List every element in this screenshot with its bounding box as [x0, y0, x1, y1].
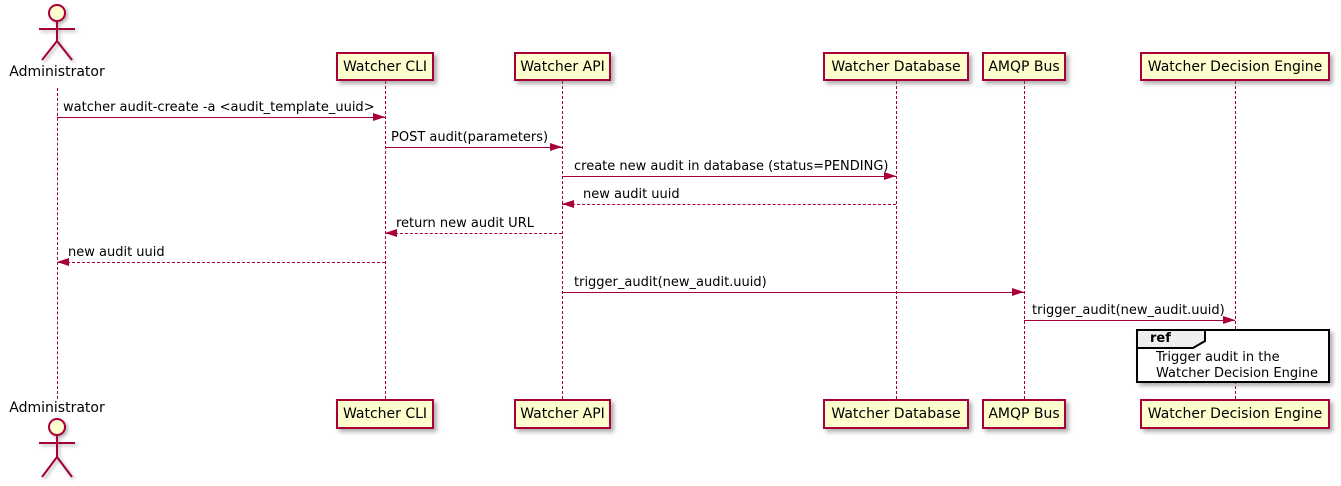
arrowhead-icon [1012, 288, 1024, 296]
lifeline-watcher-cli [385, 81, 386, 399]
lifeline-watcher-api [562, 81, 563, 399]
arrowhead-icon [385, 229, 397, 237]
message-line [57, 117, 385, 118]
arrowhead-icon [562, 200, 574, 208]
ref-body: Trigger audit in the Watcher Decision En… [1156, 350, 1318, 382]
participant-watcher-cli-bottom: Watcher CLI [336, 399, 434, 429]
participant-watcher-decision-engine-top: Watcher Decision Engine [1140, 52, 1330, 81]
message-label: trigger_audit(new_audit.uuid) [1032, 303, 1225, 318]
message-line [562, 292, 1024, 293]
message-label: new audit uuid [583, 187, 680, 202]
actor-administrator-bottom: Administrator [9, 400, 105, 416]
participant-watcher-cli-top: Watcher CLI [336, 52, 434, 81]
message-line [57, 262, 385, 263]
message-line [385, 147, 562, 148]
ref-tab-label: ref [1150, 331, 1171, 346]
actor-icon [39, 4, 75, 61]
message-label: new audit uuid [68, 245, 165, 260]
lifeline-watcher-decision-engine [1235, 81, 1236, 399]
message-label: create new audit in database (status=PEN… [574, 159, 889, 174]
arrowhead-icon [884, 172, 896, 180]
arrowhead-icon [57, 258, 69, 266]
participant-watcher-decision-engine-bottom: Watcher Decision Engine [1140, 399, 1330, 429]
participant-amqp-bus-top: AMQP Bus [982, 52, 1066, 81]
participant-watcher-database-bottom: Watcher Database [823, 399, 969, 429]
actor-icon [39, 418, 75, 478]
message-label: trigger_audit(new_audit.uuid) [574, 275, 767, 290]
participant-watcher-api-top: Watcher API [514, 52, 611, 81]
ref-tab-icon [1136, 329, 1206, 349]
participant-watcher-database-top: Watcher Database [823, 52, 969, 81]
message-line [562, 204, 896, 205]
participant-watcher-api-bottom: Watcher API [514, 399, 611, 429]
lifeline-amqp-bus [1024, 81, 1025, 399]
message-label: POST audit(parameters) [391, 130, 549, 145]
ref-fragment: ref Trigger audit in the Watcher Decisio… [1136, 329, 1330, 383]
lifeline-administrator [57, 88, 58, 399]
message-label: watcher audit-create -a <audit_template_… [63, 100, 375, 115]
arrowhead-icon [1223, 316, 1235, 324]
arrowhead-icon [550, 143, 562, 151]
actor-administrator-top: Administrator [9, 64, 105, 80]
lifeline-watcher-database [896, 81, 897, 399]
message-line [385, 233, 562, 234]
ref-text-line1: Trigger audit in the [1156, 350, 1280, 365]
ref-text-line2: Watcher Decision Engine [1156, 366, 1318, 381]
message-label: return new audit URL [396, 216, 534, 231]
arrowhead-icon [373, 113, 385, 121]
message-line [1024, 320, 1235, 321]
message-line [562, 176, 896, 177]
participant-amqp-bus-bottom: AMQP Bus [982, 399, 1066, 429]
